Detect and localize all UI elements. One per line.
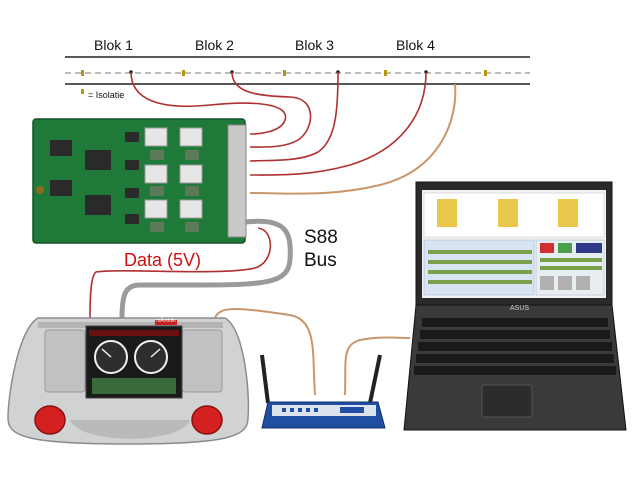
wire-ground (249, 83, 457, 195)
isolator-marker (283, 70, 286, 76)
isolator-marker (484, 70, 487, 76)
block-label-1: Blok 1 (94, 37, 133, 53)
controller-logo-badge (155, 320, 177, 325)
knob-right[interactable] (191, 405, 223, 435)
router-logo (340, 407, 364, 413)
wire-blok-1 (130, 71, 287, 135)
needle-left (101, 348, 112, 358)
controller-brand-text: mĂ¤rklin (156, 318, 176, 324)
antenna-right (368, 354, 382, 404)
laptop-brand-logo: ASUS (510, 305, 529, 312)
central-station (7, 317, 250, 445)
pcb-chips (50, 132, 139, 224)
s88-bus-cable (119, 218, 293, 319)
feedback-wires (130, 71, 427, 176)
router-leds (282, 408, 318, 412)
block-label-3: Blok 3 (295, 37, 334, 53)
laptop-touchpad[interactable] (481, 384, 533, 418)
cable-router-laptop (344, 336, 411, 396)
wire-blok-2 (231, 71, 312, 148)
router-front-panel (272, 405, 376, 416)
isolator-marker (81, 70, 84, 76)
wifi-router (260, 354, 386, 429)
isolation-legend-swatch (81, 89, 84, 94)
wire-blok-4 (249, 71, 427, 176)
pcb-connector (227, 124, 247, 238)
isolator-marker (384, 70, 387, 76)
knob-left[interactable] (34, 405, 66, 435)
data-line (89, 227, 272, 319)
screen-content (423, 192, 605, 296)
controller-left-keys (44, 329, 86, 393)
laptop-keyboard (414, 318, 616, 375)
controller-top-rim (38, 322, 223, 328)
block-label-4: Blok 4 (396, 37, 435, 53)
controller-function-strip (92, 378, 176, 394)
laptop: ASUS (403, 181, 627, 431)
track (65, 56, 530, 94)
s88-label-line2: Bus (304, 250, 337, 271)
pcb-capacitor (36, 186, 44, 194)
controller-front-lip (70, 420, 190, 439)
cable-controller-router (214, 308, 316, 396)
s88-bus-label: S88 Bus (304, 226, 338, 272)
controller-screen-header (89, 330, 179, 336)
wire-blok-3 (249, 71, 339, 162)
pcb-components (150, 150, 199, 232)
s88-module (32, 118, 247, 244)
s88-label-line1: S88 (304, 227, 338, 248)
controller-right-keys (181, 329, 223, 393)
antenna-left (260, 354, 270, 404)
isolation-legend-text: = Isolatie (88, 90, 125, 100)
isolator-marker (182, 70, 185, 76)
needle-right (150, 348, 161, 358)
block-label-2: Blok 2 (195, 37, 234, 53)
pcb-relays (144, 127, 203, 219)
data-line-label: Data (5V) (124, 250, 202, 270)
